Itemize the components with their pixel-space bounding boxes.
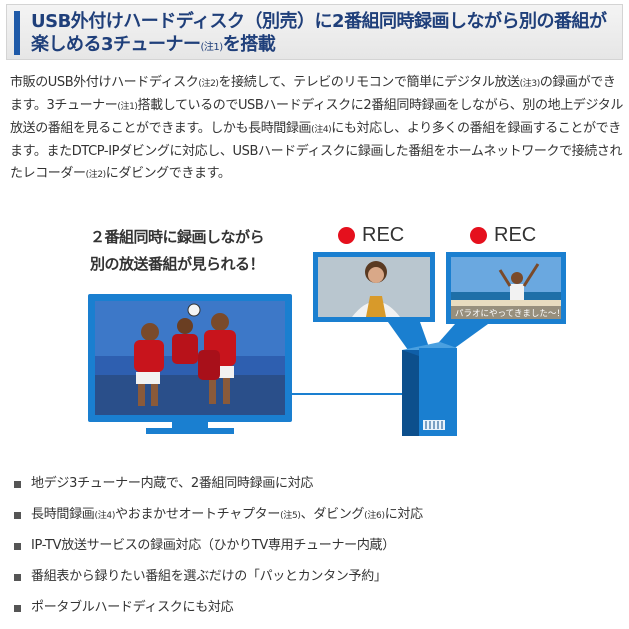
rec-indicator-2: REC (470, 224, 536, 247)
recording-screen-2: パラオにやってきました～！ (446, 252, 566, 324)
intro-note: (注2) (198, 79, 219, 89)
feature-note: (注6) (364, 511, 385, 521)
feature-list: 地デジ3チューナー内蔵で、2番組同時録画に対応 長時間録画(注4)やおまかせオー… (14, 474, 614, 629)
feature-text: IP-TV放送サービスの録画対応（ひかりTV専用チューナー内蔵） (31, 538, 395, 553)
rec-label: REC (494, 224, 537, 246)
rec-dot-icon (338, 227, 355, 244)
feature-text: 地デジ3チューナー内蔵で、2番組同時録画に対応 (31, 476, 314, 491)
list-item: IP-TV放送サービスの録画対応（ひかりTV専用チューナー内蔵） (14, 536, 614, 567)
intro-note: (注2) (85, 170, 107, 180)
intro-note: (注1) (117, 102, 138, 112)
heading-line2-end: を搭載 (222, 34, 276, 55)
signal-arrow-2 (432, 324, 488, 350)
feature-text: やおまかせオートチャプター (115, 507, 281, 522)
intro-text: にダビングできます。 (105, 166, 231, 181)
heading-accent-bar (14, 11, 20, 55)
bullet-square-icon (14, 574, 21, 581)
intro-text: 市販のUSB外付けハードディスク (10, 75, 199, 90)
bullet-square-icon (14, 481, 21, 488)
intro-text: の録画ができます。3チューナー (10, 75, 616, 113)
heading-line2: 楽しめる3チューナー (31, 34, 201, 55)
illustration-caption: ２番組同時に録画しながら 別の放送番組が見られる！ (62, 224, 292, 278)
screen-subtitle: パラオにやってきました～！ (455, 309, 565, 319)
signal-arrow-1 (388, 322, 430, 350)
intro-note: (注4) (311, 125, 332, 135)
intro-text: を接続して、テレビのリモコンで簡単にデジタル放送 (218, 75, 521, 90)
caption-line: 別の放送番組が見られる！ (89, 255, 265, 273)
intro-text: にも対応し、より多くの番組を録画することができます。またDTCP-IPダビングに… (10, 121, 623, 181)
tv-icon (88, 294, 292, 434)
section-heading: USB外付けハードディスク（別売）に2番組同時録画しながら別の番組が 楽しめる3… (6, 4, 623, 60)
list-item: 番組表から録りたい番組を選ぶだけの「パッとカンタン予約」 (14, 567, 614, 598)
intro-text: 搭載しているのでUSBハードディスクに2番組同時録画をしながら、別の地上デジタル… (10, 98, 623, 136)
heading-title: USB外付けハードディスク（別売）に2番組同時録画しながら別の番組が 楽しめる3… (31, 10, 616, 59)
heading-note: (注1) (200, 42, 224, 53)
bullet-square-icon (14, 605, 21, 612)
rec-label: REC (362, 224, 405, 246)
recording-illustration: ２番組同時に録画しながら 別の放送番組が見られる！ REC REC (0, 200, 629, 460)
bullet-square-icon (14, 512, 21, 519)
caption-line: ２番組同時に録画しながら (89, 228, 265, 246)
feature-text: に対応 (384, 507, 423, 522)
feature-note: (注4) (94, 511, 116, 521)
heading-line1: USB外付けハードディスク（別売）に2番組同時録画しながら別の番組が (31, 11, 607, 32)
bullet-square-icon (14, 543, 21, 550)
hard-disk-icon (402, 342, 457, 436)
intro-paragraph: 市販のUSB外付けハードディスク(注2)を接続して、テレビのリモコンで簡単にデジ… (10, 72, 626, 186)
feature-text: 長時間録画 (31, 507, 95, 522)
feature-text: 番組表から録りたい番組を選ぶだけの「パッとカンタン予約」 (31, 569, 387, 584)
recording-screen-1 (313, 252, 435, 322)
list-item: 地デジ3チューナー内蔵で、2番組同時録画に対応 (14, 474, 614, 505)
rec-dot-icon (470, 227, 487, 244)
list-item: ポータブルハードディスクにも対応 (14, 598, 614, 629)
feature-note: (注5) (280, 511, 301, 521)
rec-indicator-1: REC (338, 224, 404, 247)
feature-text: 、ダビング (300, 507, 365, 522)
illustration-graphics: パラオにやってきました～！ (88, 252, 566, 436)
intro-note: (注3) (519, 79, 541, 89)
list-item: 長時間録画(注4)やおまかせオートチャプター(注5)、ダビング(注6)に対応 (14, 505, 614, 536)
soccer-players-image (134, 303, 236, 406)
feature-text: ポータブルハードディスクにも対応 (31, 600, 234, 615)
